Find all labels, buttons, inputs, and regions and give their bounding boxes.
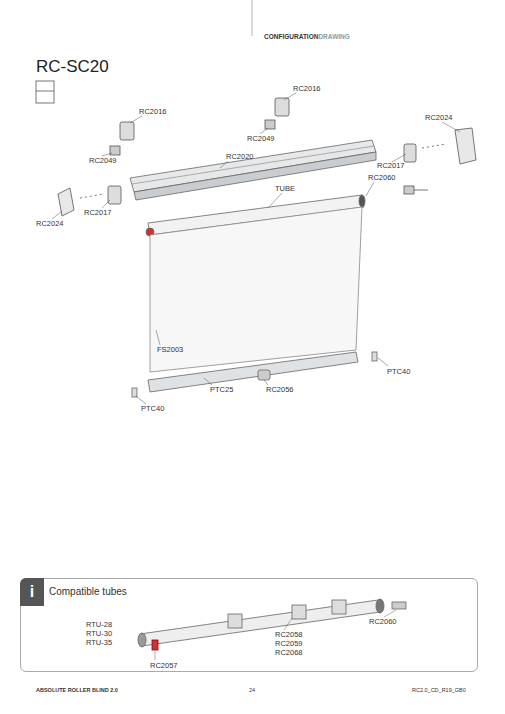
part-label: ABSOLUTE ROLLER BLIND 2.0 <box>36 688 118 694</box>
part-label: 24 <box>249 688 255 694</box>
part-label: RC2017 <box>377 162 405 170</box>
part-label: FS2003 <box>157 346 183 354</box>
blind-icon <box>36 81 54 103</box>
part-label: PTC40 <box>141 405 164 413</box>
part-label: RTU-28 <box>86 621 112 629</box>
part-label: RC2020 <box>226 153 254 161</box>
part-label: RC2024 <box>425 114 453 122</box>
bottom-bar <box>132 352 377 397</box>
leader-lines <box>52 93 460 404</box>
headrail <box>130 140 376 200</box>
part-label: RTU-35 <box>86 639 112 647</box>
header-rule <box>252 0 253 36</box>
part-label: TUBE <box>275 185 295 193</box>
part-label: RC2059 <box>275 640 303 648</box>
info-icon: i <box>20 578 44 606</box>
part-label: RC2017 <box>84 209 112 217</box>
part-label: RC2049 <box>247 135 275 143</box>
part-label: RC2068 <box>275 649 303 657</box>
part-label: RC2049 <box>89 157 117 165</box>
part-label: RC2016 <box>139 108 167 116</box>
part-label: PTC25 <box>210 386 233 394</box>
part-label: RC2.0_CD_R19_GB0 <box>412 688 466 694</box>
page-title: RC-SC20 <box>36 58 109 75</box>
part-label: RC2060 <box>369 618 397 626</box>
part-label: RC2060 <box>368 174 396 182</box>
part-label: CONFIGURATION <box>264 34 318 41</box>
fabric <box>150 207 362 372</box>
info-heading: Compatible tubes <box>49 586 127 597</box>
part-label: RC2057 <box>150 662 178 670</box>
part-label: RTU-30 <box>86 630 112 638</box>
part-label: DRAWING <box>318 34 349 41</box>
part-label: RC2016 <box>293 85 321 93</box>
part-label: RC2056 <box>266 386 294 394</box>
part-label: RC2058 <box>275 631 303 639</box>
part-label: PTC40 <box>387 368 410 376</box>
part-label: RC2024 <box>36 220 64 228</box>
compatible-tube <box>138 599 406 660</box>
bracket-parts <box>58 98 476 216</box>
